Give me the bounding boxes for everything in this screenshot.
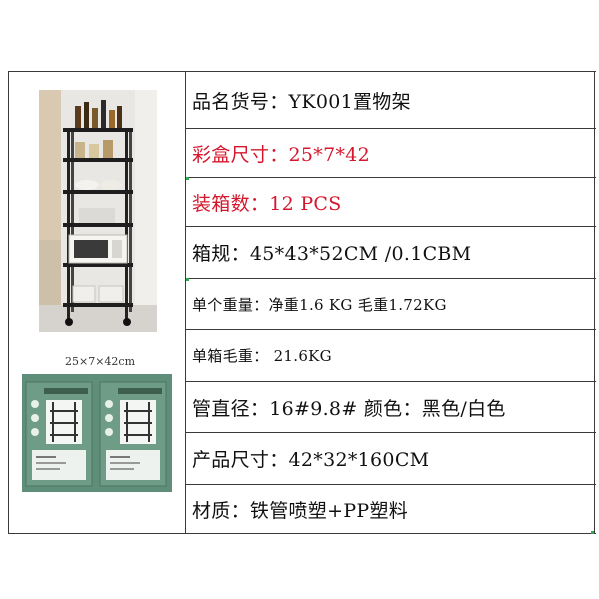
row-divider bbox=[8, 71, 596, 72]
storage-rack-image bbox=[39, 90, 157, 332]
spec-carton-size: 箱规：45*43*52CM /0.1CBM bbox=[192, 243, 472, 265]
product-photo bbox=[39, 90, 157, 332]
row-divider bbox=[185, 432, 596, 433]
row-divider bbox=[185, 278, 596, 279]
row-divider bbox=[185, 177, 596, 178]
box-size-caption: 25×7×42cm bbox=[64, 355, 136, 368]
spec-packing-quantity: 装箱数：12 PCS bbox=[192, 192, 342, 215]
cell-marker bbox=[186, 278, 189, 281]
packaging-illustration bbox=[22, 374, 172, 492]
column-divider bbox=[8, 71, 9, 534]
row-divider bbox=[185, 381, 596, 382]
spec-product-code: 品名货号：YK001置物架 bbox=[192, 90, 411, 113]
color-box-image bbox=[22, 374, 172, 492]
spec-tube-diameter-color: 管直径：16#9.8# 颜色：黑色/白色 bbox=[192, 397, 506, 420]
cell-marker bbox=[591, 531, 594, 534]
spec-product-size: 产品尺寸：42*32*160CM bbox=[192, 449, 430, 471]
column-divider bbox=[594, 71, 595, 534]
spec-color-box-size: 彩盒尺寸：25*7*42 bbox=[192, 143, 371, 166]
spec-material: 材质：铁管喷塑+PP塑料 bbox=[192, 499, 409, 522]
row-divider bbox=[185, 226, 596, 227]
spec-unit-weight: 单个重量：净重1.6 KG 毛重1.72KG bbox=[192, 295, 447, 314]
row-divider bbox=[185, 484, 596, 485]
row-divider bbox=[185, 128, 596, 129]
column-divider bbox=[185, 71, 186, 534]
cell-marker bbox=[186, 177, 189, 180]
spec-carton-gross-weight: 单箱毛重： 21.6KG bbox=[192, 347, 332, 365]
row-divider bbox=[8, 533, 596, 534]
row-divider bbox=[185, 329, 596, 330]
